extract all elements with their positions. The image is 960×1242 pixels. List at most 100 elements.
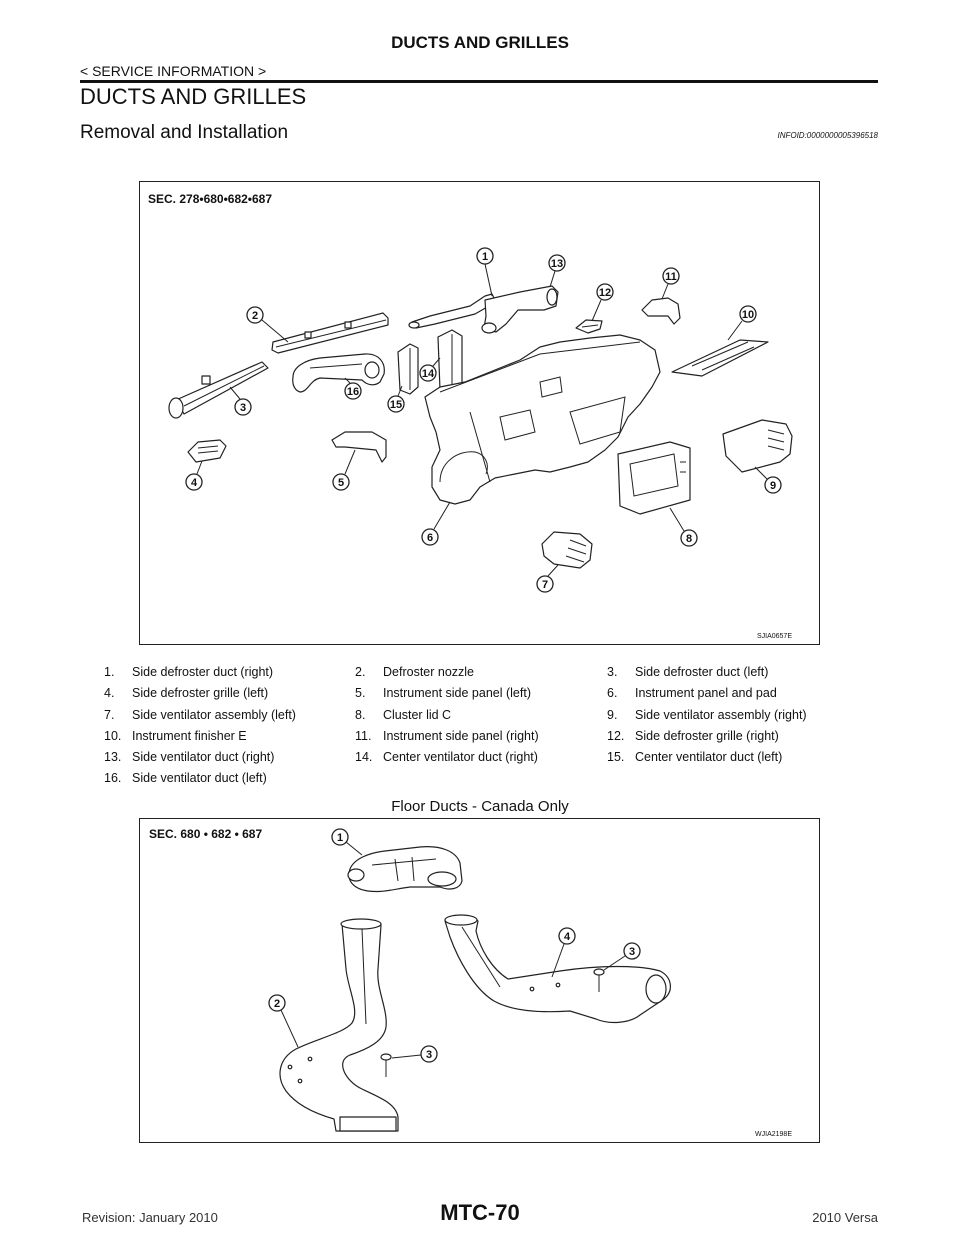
callout-11: 11 <box>661 267 680 300</box>
legend-number: 5. <box>355 686 366 701</box>
callout-8: 8 <box>669 507 698 547</box>
legend-item: 16.Side ventilator duct (left) <box>104 768 355 789</box>
callout-number: 1 <box>482 251 488 263</box>
screw-upper <box>593 968 605 992</box>
legend-item: 12. Side defroster grille (right) <box>607 726 864 747</box>
legend-text: Side defroster duct (left) <box>635 665 769 679</box>
callout-2: 2 <box>246 306 289 343</box>
callout-10: 10 <box>727 305 757 341</box>
callout-16: 16 <box>344 377 362 400</box>
legend-item: 5.Instrument side panel (left) <box>355 683 607 704</box>
legend-number: 3. <box>607 665 618 679</box>
callout-5: 5 <box>332 449 356 491</box>
legend-number: 8. <box>355 707 366 722</box>
callout-number: 1 <box>337 832 343 844</box>
callout-number: 6 <box>427 532 433 544</box>
legend-item: 13.Side ventilator duct (right) <box>104 747 355 768</box>
legend-number: 13. <box>104 750 122 765</box>
part-side-ventilator-duct-right <box>481 285 559 334</box>
callout-number: 5 <box>338 477 344 489</box>
legend-item: 2. Defroster nozzle <box>355 662 607 683</box>
floor-duct-right <box>444 914 671 1024</box>
part-side-defroster-grille-right <box>575 319 603 334</box>
part-side-ventilator-duct-left <box>292 353 385 393</box>
screw-lower <box>380 1053 392 1077</box>
legend-item: 15.Center ventilator duct (left) <box>607 747 864 768</box>
legend-number: 4. <box>104 686 115 701</box>
part-side-ventilator-assembly-right <box>722 419 793 473</box>
floor-duct-upper <box>347 846 463 893</box>
legend-text: Center ventilator duct (right) <box>383 750 538 765</box>
floor-ducts-diagram: 1 2 3 3 4 <box>268 828 671 1132</box>
legend-text: Cluster lid C <box>383 707 452 722</box>
page-number: MTC-70 <box>440 1200 520 1225</box>
parts-legend: 1.Side defroster duct (right) 2.Defroste… <box>104 662 864 790</box>
legend-number: 12. <box>607 728 625 743</box>
revision-date: Revision: January 2010 <box>82 1210 218 1225</box>
part-side-defroster-grille-left <box>187 439 227 463</box>
callout-number: 10 <box>742 309 754 321</box>
part-side-defroster-duct-right <box>408 293 497 329</box>
part-cluster-lid-c <box>617 441 691 515</box>
legend-number: 6. <box>607 686 618 701</box>
legend-item: 8. Cluster lid C <box>355 705 607 726</box>
legend-item: 3. Side defroster duct (left) <box>607 662 864 683</box>
legend-text: Side ventilator assembly (right) <box>635 707 807 722</box>
figure-section-label: SEC. 680 • 682 • 687 <box>149 827 263 841</box>
part-side-ventilator-assembly-left <box>541 531 593 569</box>
legend-text: Side ventilator assembly (left) <box>132 707 296 722</box>
page-heading: DUCTS AND GRILLES <box>80 84 307 109</box>
legend-item: 9. Side ventilator assembly (right) <box>607 705 864 726</box>
running-title: DUCTS AND GRILLES <box>391 33 569 52</box>
figure-id: SJIA0657E <box>756 633 792 640</box>
legend-text: Instrument side panel (right) <box>383 728 539 743</box>
callout-9: 9 <box>754 466 782 494</box>
legend-item: 6. Instrument panel and pad <box>607 683 864 704</box>
part-side-defroster-duct-left <box>168 361 269 419</box>
legend-item: 14. Center ventilator duct (right) <box>355 747 607 768</box>
callout-15: 15 <box>387 385 405 413</box>
callout-number: 4 <box>564 931 571 943</box>
legend-item: 10.Instrument finisher E <box>104 726 355 747</box>
legend-item: 7.Side ventilator assembly (left) <box>104 705 355 726</box>
legend-number: 14. <box>355 750 373 765</box>
legend-number: 10. <box>104 728 122 743</box>
legend-number: 1. <box>104 665 115 679</box>
header-divider <box>80 80 878 83</box>
part-instrument-finisher-e <box>671 339 769 377</box>
floor-duct-left <box>279 918 399 1132</box>
legend-text: Instrument panel and pad <box>635 686 777 701</box>
callout-number: 16 <box>347 386 359 398</box>
legend-text: Side defroster grille (right) <box>635 728 779 743</box>
section-heading: Removal and Installation <box>80 122 289 143</box>
callout-4: 4 <box>551 927 576 978</box>
part-instrument-panel-and-pad <box>424 334 661 505</box>
callout-number: 9 <box>770 480 776 492</box>
legend-text: Side ventilator duct (left) <box>132 771 267 786</box>
callout-number: 3 <box>426 1049 432 1061</box>
callout-7: 7 <box>536 564 559 593</box>
figure-section-label: SEC. 278•680•682•687 <box>148 192 273 206</box>
part-instrument-side-panel-right <box>641 297 681 325</box>
callout-number: 3 <box>240 402 246 414</box>
exploded-view-diagram: 1 13 12 11 10 2 16 <box>168 247 793 593</box>
legend-text: Center ventilator duct (left) <box>635 750 783 765</box>
callout-number: 8 <box>686 533 692 545</box>
legend-number: 9. <box>607 707 618 722</box>
callout-number: 11 <box>665 271 677 283</box>
callout-3-upper: 3 <box>603 942 641 971</box>
callout-6: 6 <box>421 501 451 546</box>
callout-number: 4 <box>191 477 198 489</box>
callout-number: 15 <box>390 399 402 411</box>
callout-number: 12 <box>599 287 611 299</box>
part-center-ventilator-duct-left <box>397 343 419 395</box>
legend-number: 11. <box>355 728 372 743</box>
callout-13: 13 <box>548 254 566 288</box>
legend-number: 2. <box>355 665 366 679</box>
legend-text: Defroster nozzle <box>383 665 475 679</box>
callout-1: 1 <box>331 828 363 856</box>
callout-3-lower: 3 <box>391 1045 438 1063</box>
callout-12: 12 <box>591 283 614 322</box>
callout-number: 2 <box>274 998 280 1010</box>
callout-1: 1 <box>476 247 494 297</box>
